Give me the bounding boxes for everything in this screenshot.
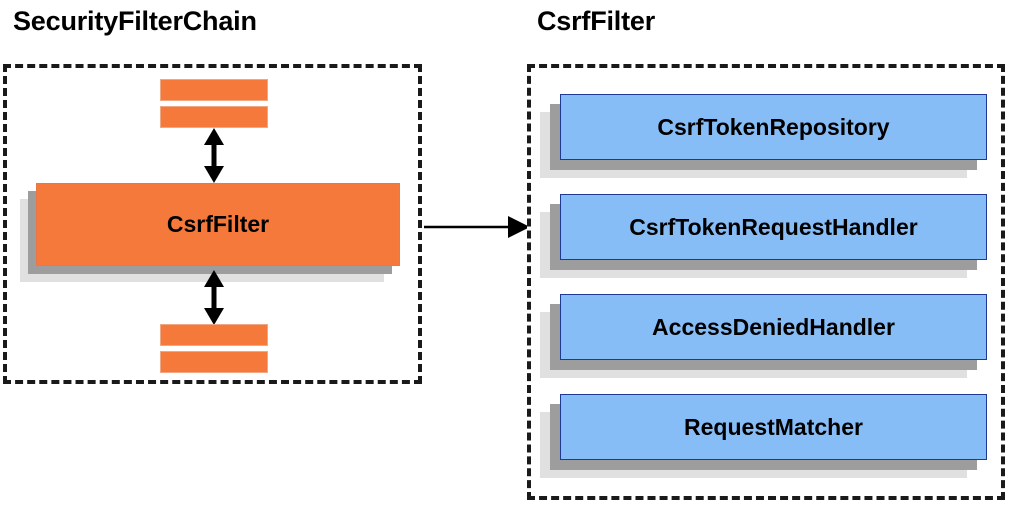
- component-csrf-token-repository[interactable]: CsrfTokenRepository: [560, 94, 987, 160]
- panel-title-csrf-filter: CsrfFilter: [537, 6, 656, 36]
- panel-title-security-filter-chain: SecurityFilterChain: [13, 6, 257, 36]
- component-csrf-token-request-handler[interactable]: CsrfTokenRequestHandler: [560, 194, 987, 260]
- filter-bar-top-1: [160, 79, 268, 101]
- arrow-down-bidirectional: [204, 270, 224, 325]
- component-access-denied-handler[interactable]: AccessDeniedHandler: [560, 294, 987, 360]
- csrf-filter-box[interactable]: CsrfFilter: [36, 183, 400, 266]
- component-access-denied-handler-label: AccessDeniedHandler: [652, 313, 895, 340]
- component-request-matcher-label: RequestMatcher: [684, 413, 863, 440]
- arrow-up-bidirectional: [204, 128, 224, 183]
- csrf-filter-box-label: CsrfFilter: [166, 211, 270, 237]
- component-csrf-token-request-handler-label: CsrfTokenRequestHandler: [629, 213, 918, 240]
- filter-bar-top-2: [160, 106, 268, 128]
- filter-bar-bottom-2: [160, 351, 268, 373]
- connector-arrow-chain-to-filter: [424, 216, 530, 238]
- component-csrf-token-repository-label: CsrfTokenRepository: [657, 113, 890, 140]
- component-request-matcher[interactable]: RequestMatcher: [560, 394, 987, 460]
- filter-bar-bottom-1: [160, 324, 268, 346]
